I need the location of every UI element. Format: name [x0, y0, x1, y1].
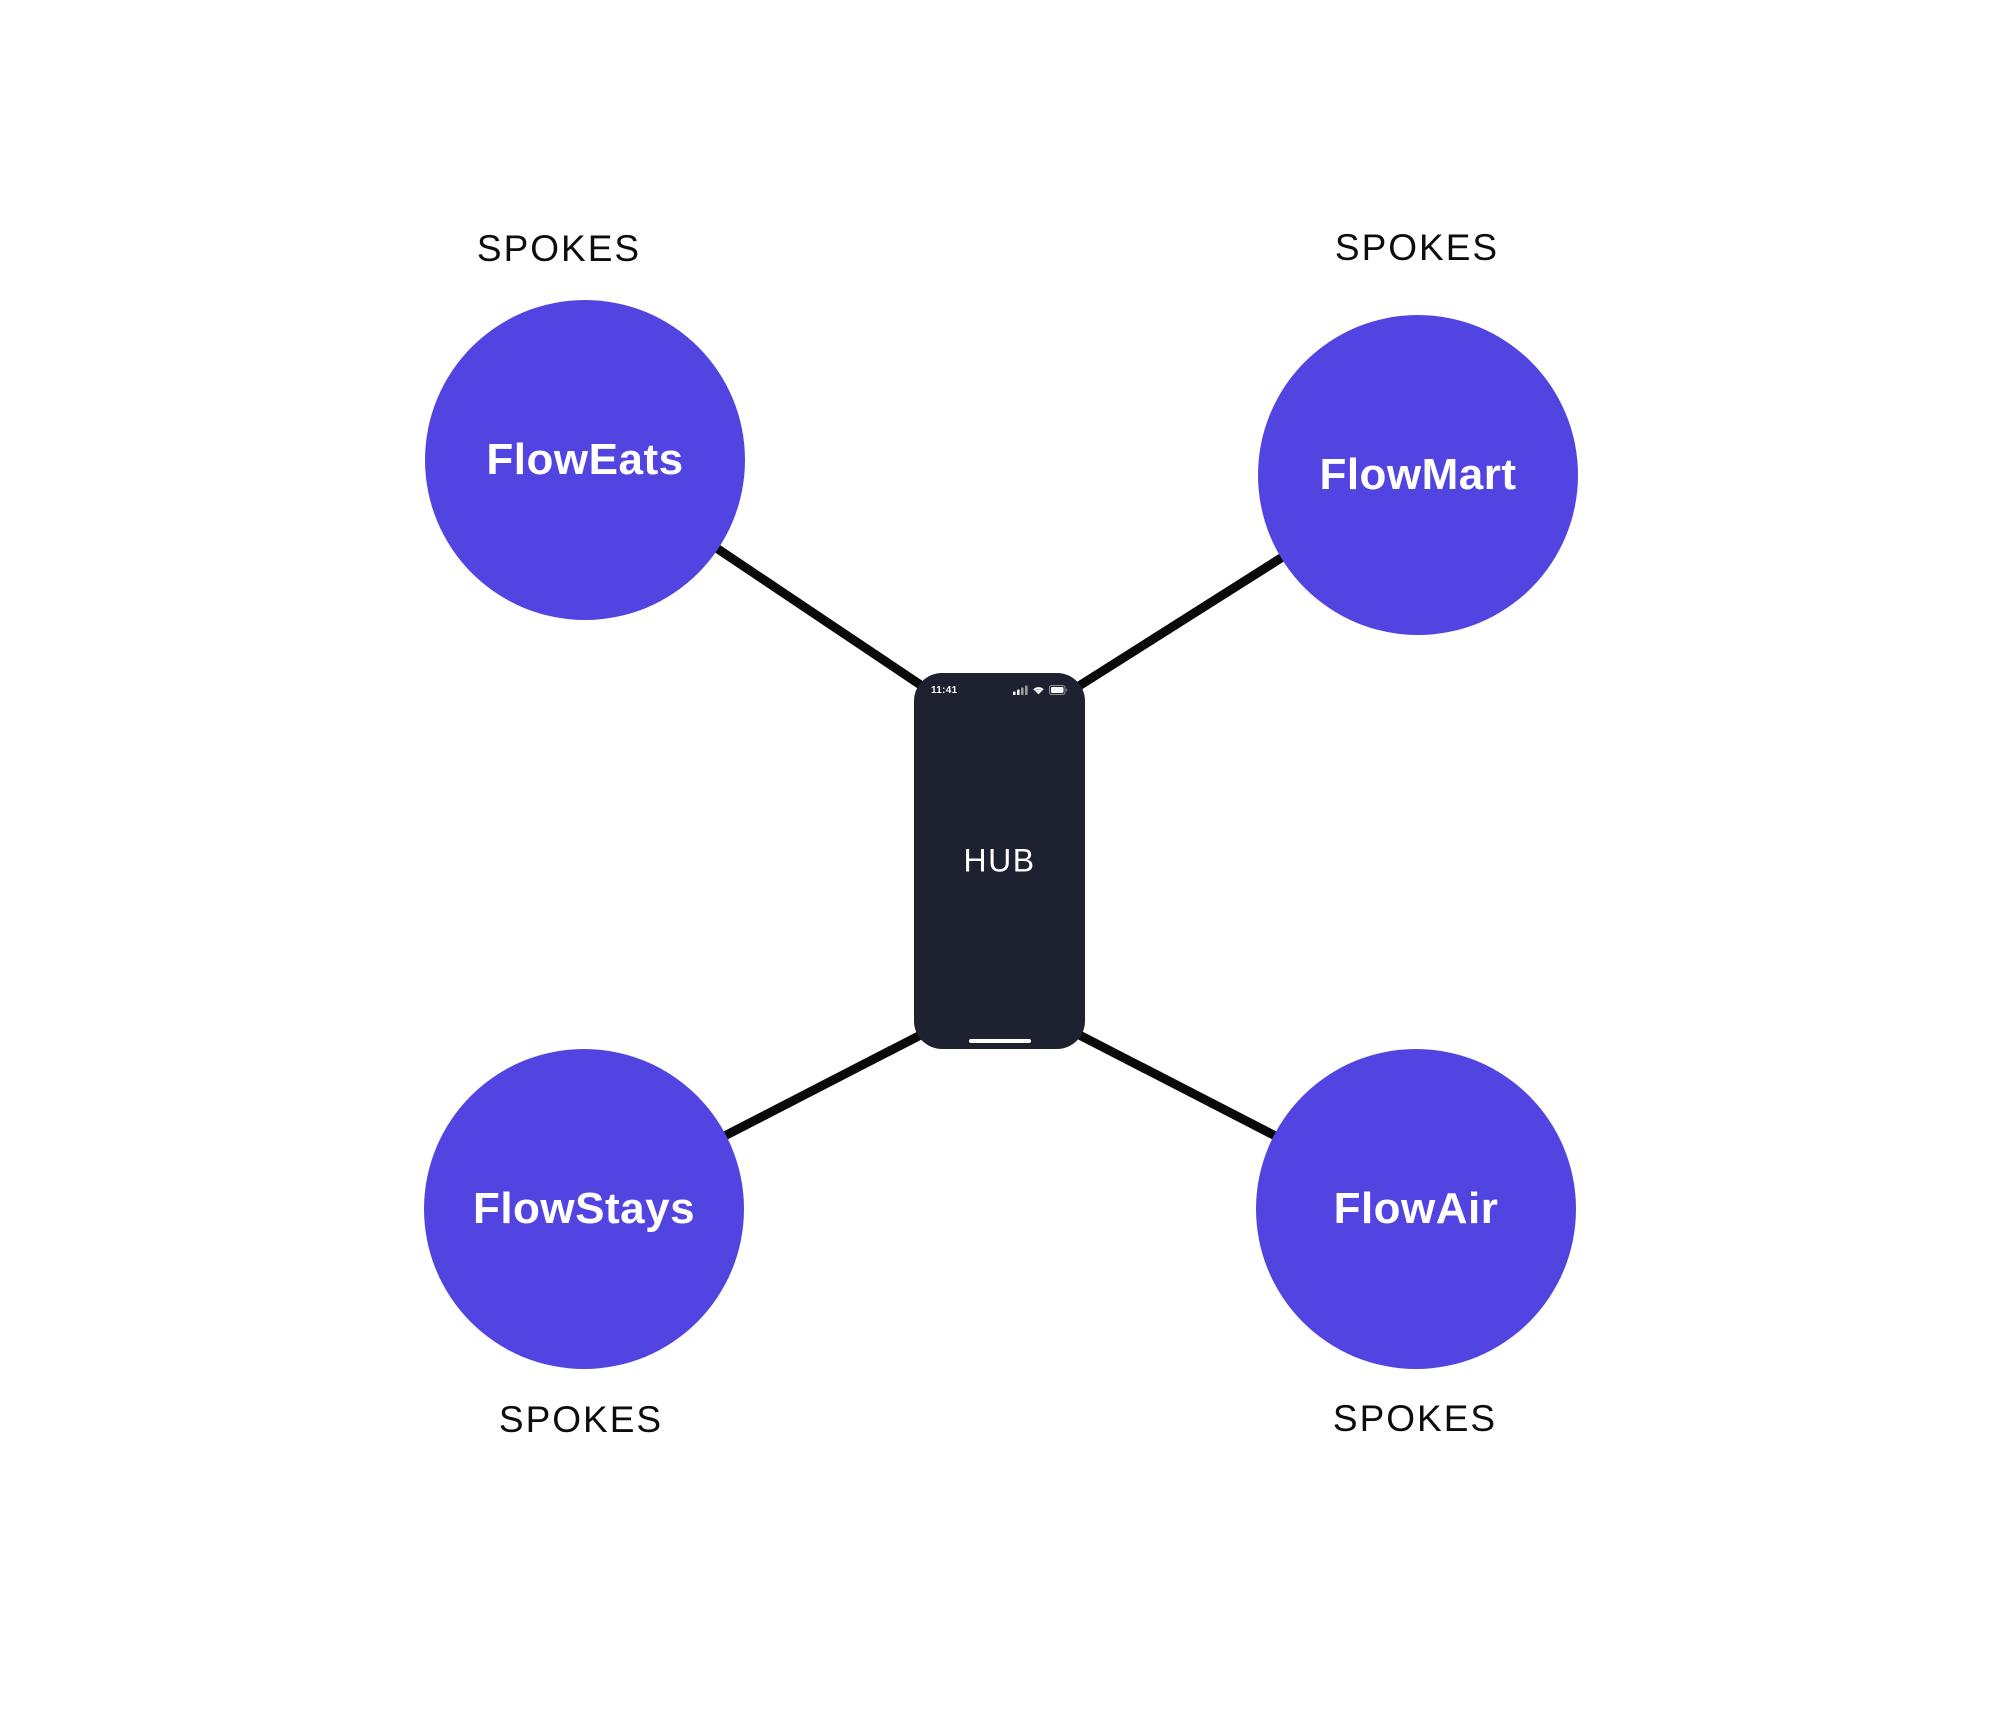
spoke-node-label: FlowMart	[1319, 450, 1517, 499]
connector-floweats-hub	[695, 532, 945, 703]
status-time: 11:41	[931, 684, 958, 696]
spoke-node-floweats: FlowEats	[425, 300, 745, 620]
hub-label: HUB	[963, 842, 1036, 879]
spoke-node-flowmart: FlowMart	[1258, 315, 1578, 635]
wifi-icon	[1033, 687, 1044, 695]
phone-status-bar: 11:41	[914, 682, 1085, 698]
spokes-caption-top-left: SPOKES	[476, 228, 642, 269]
spokes-caption-bottom-right: SPOKES	[1332, 1398, 1498, 1439]
spokes-caption-bottom-left: SPOKES	[498, 1399, 664, 1440]
hub-phone: 11:41 HUB	[914, 673, 1085, 1049]
battery-icon	[1049, 685, 1068, 695]
spoke-node-flowstays: FlowStays	[424, 1049, 744, 1369]
connector-flowstays-hub	[700, 1020, 945, 1151]
spoke-node-label: FlowAir	[1333, 1184, 1499, 1233]
cellular-signal-icon	[1013, 685, 1028, 695]
home-indicator	[968, 1039, 1031, 1043]
connector-flowair-hub	[1055, 1020, 1300, 1151]
spoke-node-flowair: FlowAir	[1256, 1049, 1576, 1369]
spoke-node-label: FlowStays	[472, 1184, 696, 1233]
status-icons	[1013, 685, 1068, 695]
spoke-node-label: FlowEats	[486, 435, 684, 484]
spokes-caption-top-right: SPOKES	[1334, 227, 1500, 268]
connector-flowmart-hub	[1055, 541, 1305, 703]
